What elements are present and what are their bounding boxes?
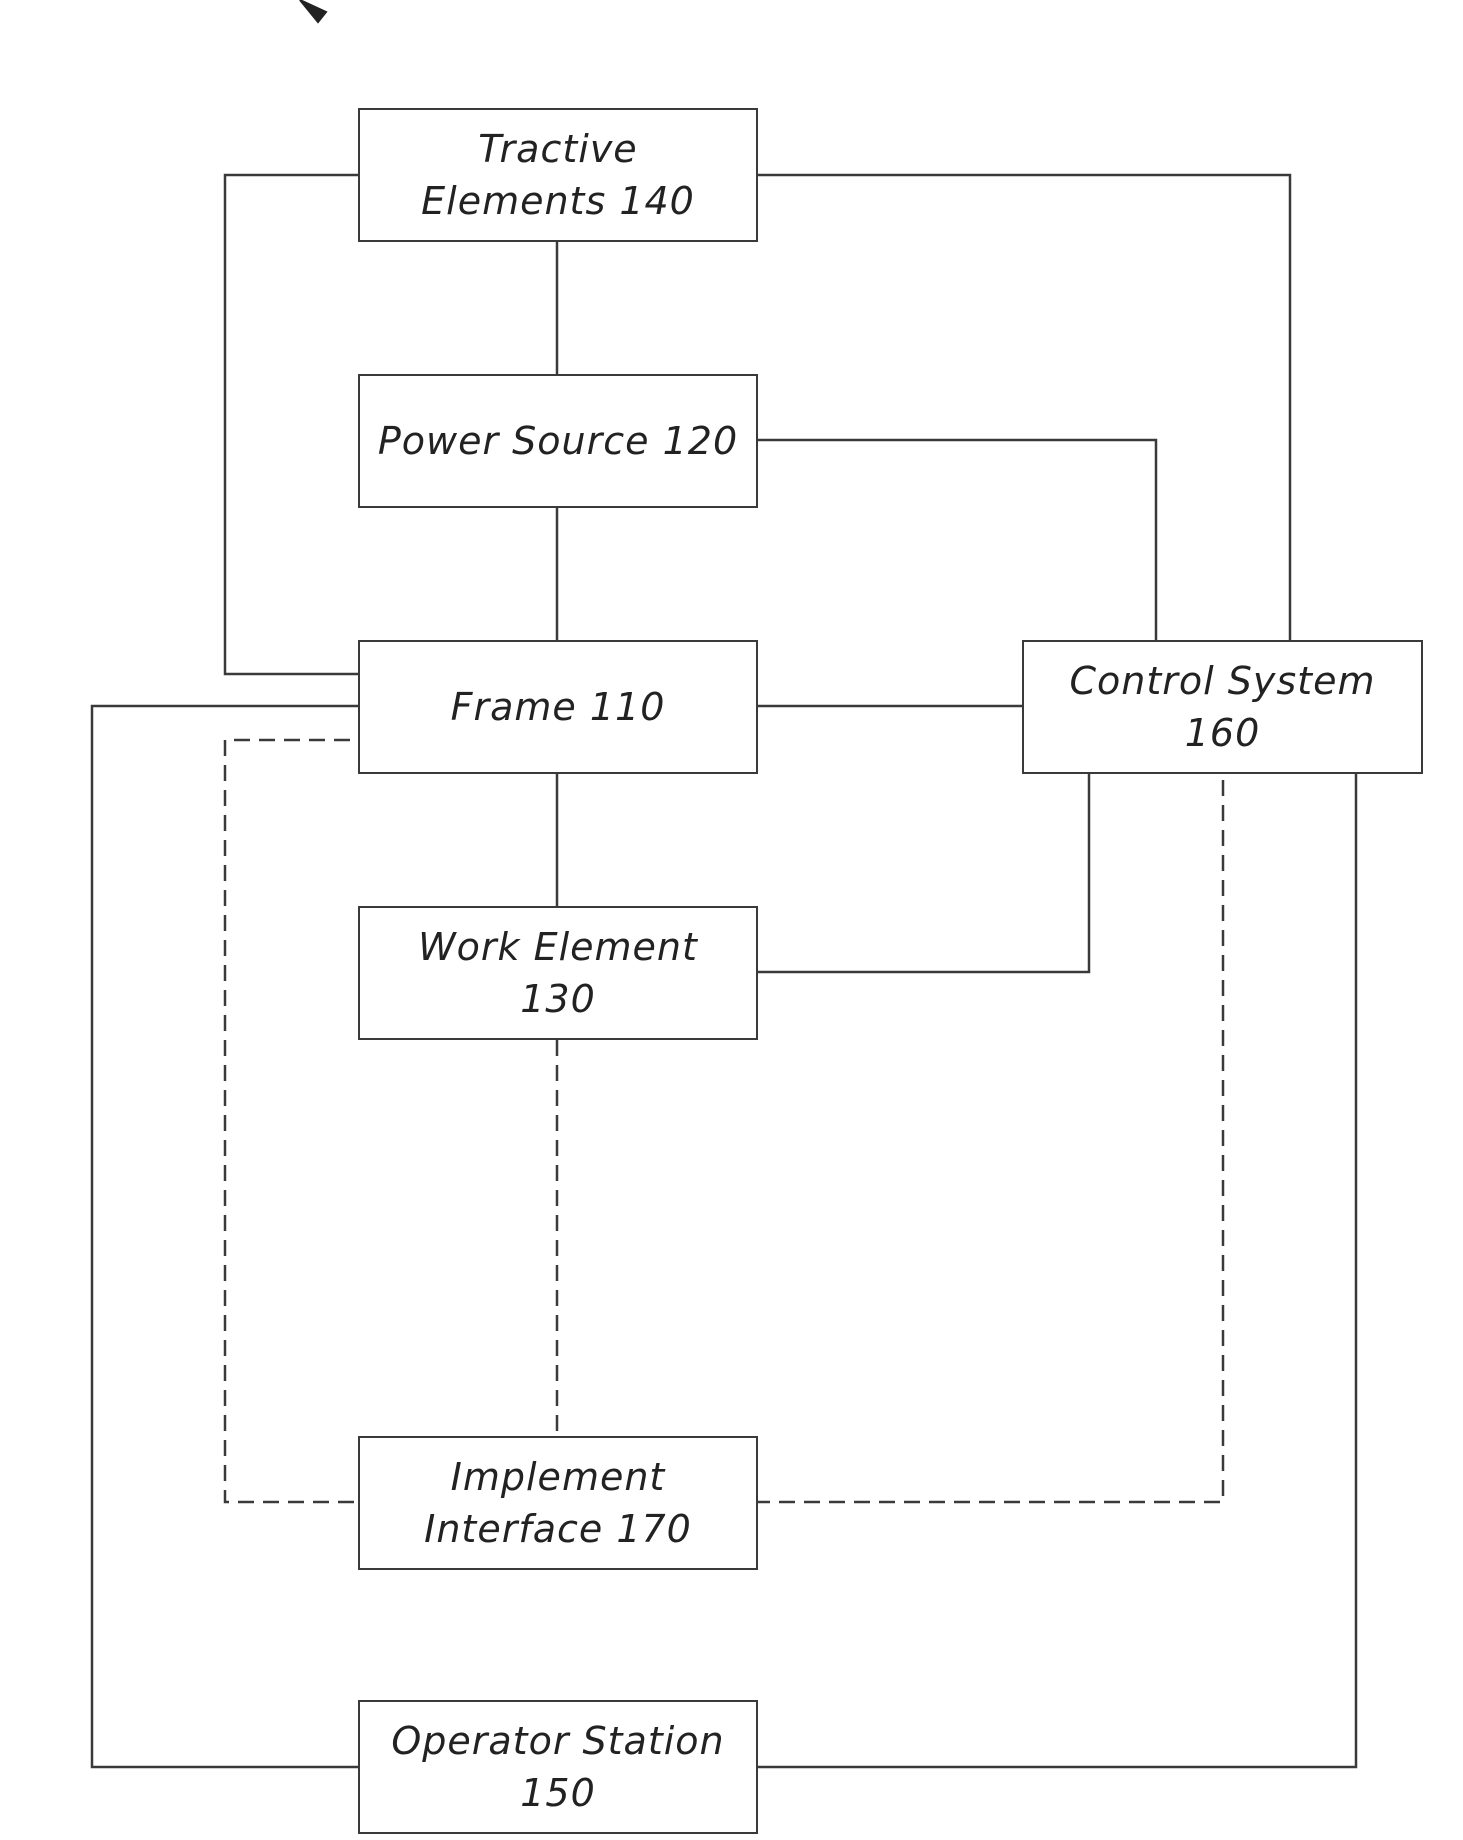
tractive-elements-label: Tractive Elements 140 (421, 123, 695, 227)
connector-power-control (758, 440, 1156, 640)
connector-control-work (758, 774, 1089, 972)
operator-station-block: Operator Station 150 (358, 1700, 758, 1834)
reference-arrow (300, 0, 326, 22)
implement-interface-label: Implement Interface 170 (424, 1451, 692, 1555)
frame-label: Frame 110 (451, 681, 666, 733)
power-source-block: Power Source 120 (358, 374, 758, 508)
connector-control-operator (758, 774, 1356, 1767)
power-source-label: Power Source 120 (378, 415, 738, 467)
work-element-block: Work Element 130 (358, 906, 758, 1040)
connector-tractive-frame (225, 175, 358, 674)
tractive-elements-block: Tractive Elements 140 (358, 108, 758, 242)
control-system-label: Control System 160 (1070, 655, 1376, 759)
implement-interface-block: Implement Interface 170 (358, 1436, 758, 1570)
connector-tractive-control (758, 175, 1290, 640)
work-element-label: Work Element 130 (418, 921, 698, 1025)
frame-block: Frame 110 (358, 640, 758, 774)
control-system-block: Control System 160 (1022, 640, 1423, 774)
connector-frame-implement (225, 740, 358, 1502)
operator-station-label: Operator Station 150 (391, 1715, 724, 1819)
connector-control-implement (758, 780, 1223, 1502)
